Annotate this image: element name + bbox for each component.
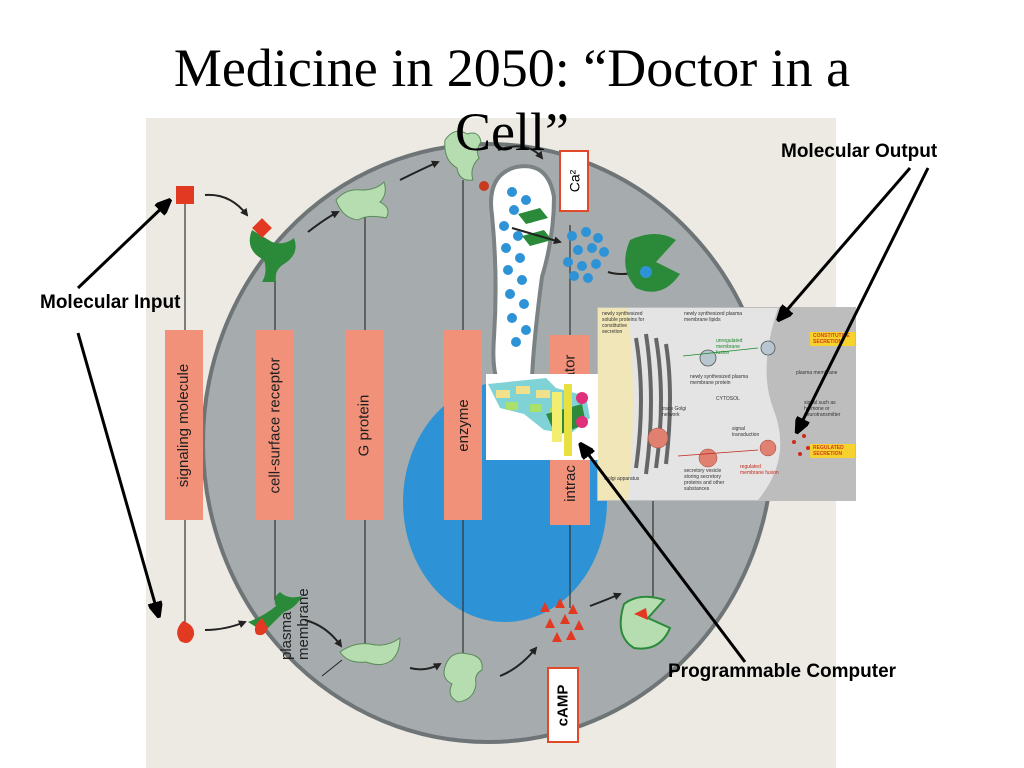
membrane-label-line1: plasma	[278, 611, 295, 660]
inset-tag-constitutive: CONSTITUTIVE SECRETION	[810, 332, 855, 346]
inset-tag-regulated: REGULATED SECRETION	[810, 444, 855, 458]
receptor-top	[249, 230, 296, 282]
inset-text-regulated-fusion: regulated membrane fusion	[740, 464, 779, 476]
inset-text-secretory-vesicle: secretory vesicle storing secretory prot…	[684, 468, 725, 492]
inset-text-trans-golgi: trans Golgi network	[662, 406, 687, 418]
inset-text-unregulated: unregulated membrane fusion	[716, 338, 743, 356]
molecular-output-label: Molecular Output	[781, 141, 938, 162]
vesicle-granules	[499, 187, 535, 347]
bar-signaling-molecule: signaling molecule	[165, 330, 203, 520]
dna-computer-graphic	[488, 378, 590, 456]
bar-g-protein: G protein	[345, 330, 383, 520]
bar-g-protein-label: G protein	[355, 394, 373, 456]
output-receptor-top	[625, 234, 680, 292]
signal-molecule-square	[176, 186, 194, 204]
plasma-membrane-label: plasma membrane	[278, 588, 312, 660]
calcium-label-box: Ca²	[559, 150, 589, 212]
inset-text-cytosol: CYTOSOL	[716, 396, 740, 402]
inset-text-signal: signal such as hormone or neurotransmitt…	[804, 400, 841, 418]
calcium-label: Ca²	[566, 169, 582, 193]
bar-enzyme: enzyme	[444, 330, 482, 520]
camp-label-box: cAMP	[547, 667, 579, 743]
slide-title: Medicine in 2050: “Doctor in a Cell”	[0, 36, 1024, 164]
inset-text-signal-transduction: signal transduction	[732, 426, 760, 438]
inset-text-proteins: newly synthesized soluble proteins for c…	[602, 311, 645, 335]
released-granules	[563, 227, 609, 283]
membrane-label-line2: membrane	[295, 588, 312, 660]
molecular-input-label: Molecular Input	[40, 292, 181, 313]
programmable-computer-image	[486, 374, 598, 460]
camp-label: cAMP	[554, 684, 572, 726]
title-line-1: Medicine in 2050: “Doctor in a	[173, 38, 851, 98]
bar-signaling-molecule-label: signaling molecule	[175, 363, 193, 487]
programmable-computer-label: Programmable Computer	[668, 661, 897, 682]
inset-text-membrane-protein: newly synthesized plasma membrane protei…	[690, 374, 749, 386]
inset-text-golgi: Golgi apparatus	[604, 476, 640, 482]
bar-cell-surface-receptor: cell-surface receptor	[256, 330, 294, 520]
g-protein-bottom	[339, 637, 401, 666]
bar-enzyme-label: enzyme	[454, 398, 472, 452]
enzyme-bottom	[443, 652, 483, 703]
bar-intracellular-label: intrac	[561, 465, 579, 502]
enzyme-top	[444, 130, 482, 181]
inset-text-lipids: newly synthesized plasma membrane lipids	[684, 311, 743, 323]
secretion-pathway-inset: newly synthesized soluble proteins for c…	[597, 307, 856, 501]
title-line-2: Cell”	[455, 102, 569, 162]
signal-molecule-drop	[177, 621, 195, 643]
g-protein-top	[335, 181, 389, 221]
bar-cell-surface-receptor-label: cell-surface receptor	[266, 357, 284, 493]
inset-text-plasma-membrane: plasma membrane	[796, 370, 838, 376]
